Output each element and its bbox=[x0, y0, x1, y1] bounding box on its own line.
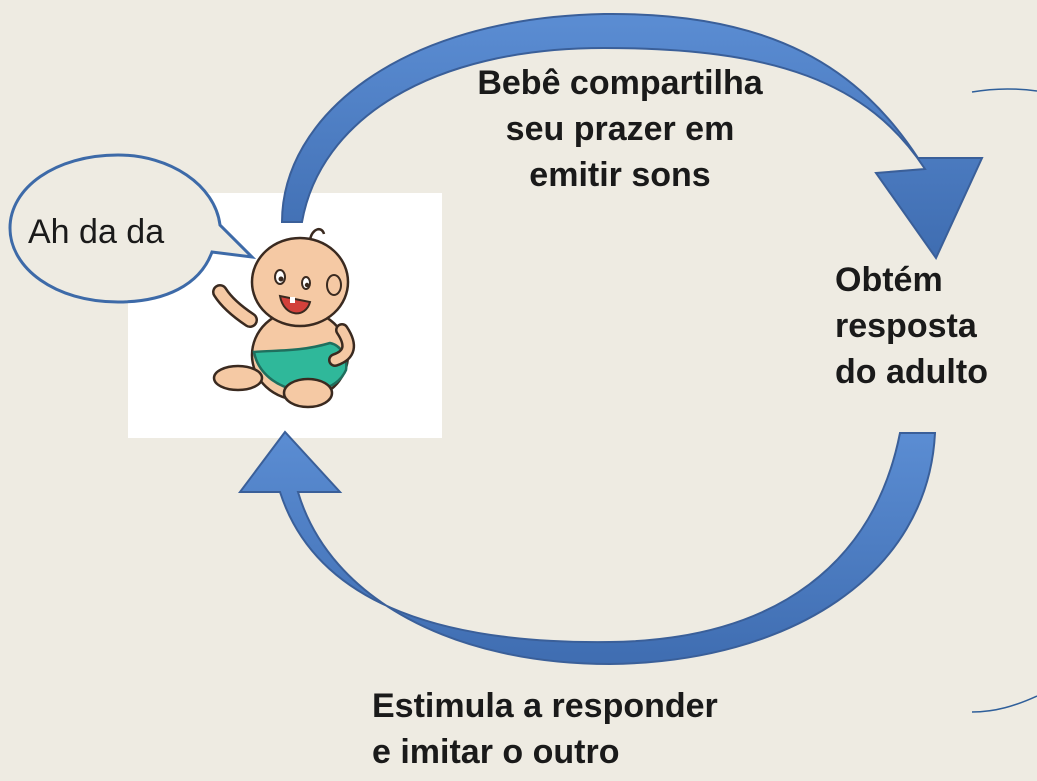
top-arrow-label: Bebê compartilha seu prazer em emitir so… bbox=[430, 60, 810, 198]
top-label-line-1: Bebê compartilha bbox=[477, 64, 763, 102]
speech-bubble-text: Ah da da bbox=[28, 213, 165, 251]
speech-bubble-shape bbox=[8, 153, 257, 304]
bottom-curved-arrow bbox=[238, 430, 937, 666]
bottom-arrow-label: Estimula a responder e imitar o outro bbox=[372, 683, 812, 775]
right-edge-line-top bbox=[971, 88, 1037, 93]
top-curved-arrow bbox=[280, 12, 984, 260]
right-label-line-3: do adulto bbox=[835, 353, 988, 391]
right-label-line-1: Obtém bbox=[835, 261, 943, 299]
baby-illustration bbox=[212, 227, 356, 409]
top-label-line-2: seu prazer em bbox=[505, 110, 735, 148]
bottom-label-line-2: e imitar o outro bbox=[372, 733, 620, 771]
right-label: Obtém resposta do adulto bbox=[835, 257, 1035, 395]
bottom-label-line-1: Estimula a responder bbox=[372, 687, 718, 725]
right-label-line-2: resposta bbox=[835, 307, 977, 345]
right-edge-line-bottom bbox=[971, 695, 1037, 713]
top-label-line-3: emitir sons bbox=[529, 156, 711, 194]
